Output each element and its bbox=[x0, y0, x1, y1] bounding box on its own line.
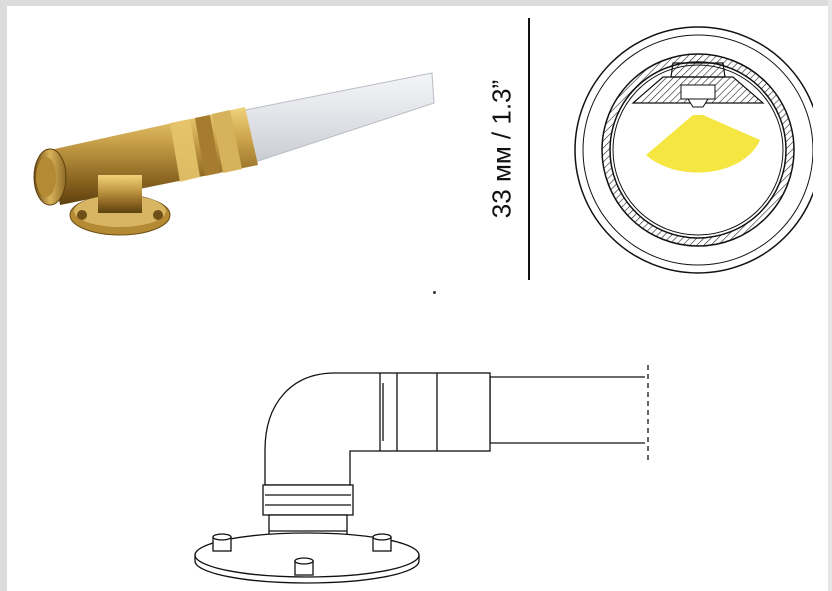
dimension-line bbox=[528, 18, 530, 280]
side-view-drawing-icon bbox=[194, 365, 649, 584]
cross-section-drawing-icon bbox=[574, 26, 813, 274]
frame-right-border bbox=[828, 0, 832, 591]
dimension-label-wrap: 33 мм / 1.3” bbox=[486, 18, 518, 280]
frame-left-border bbox=[0, 0, 7, 591]
dimension-marker: 33 мм / 1.3” bbox=[486, 18, 546, 280]
frame-top-border bbox=[0, 0, 832, 6]
stray-dot bbox=[433, 291, 436, 294]
brass-fitting-photo-icon bbox=[33, 72, 435, 236]
dimension-label: 33 мм / 1.3” bbox=[486, 79, 517, 219]
